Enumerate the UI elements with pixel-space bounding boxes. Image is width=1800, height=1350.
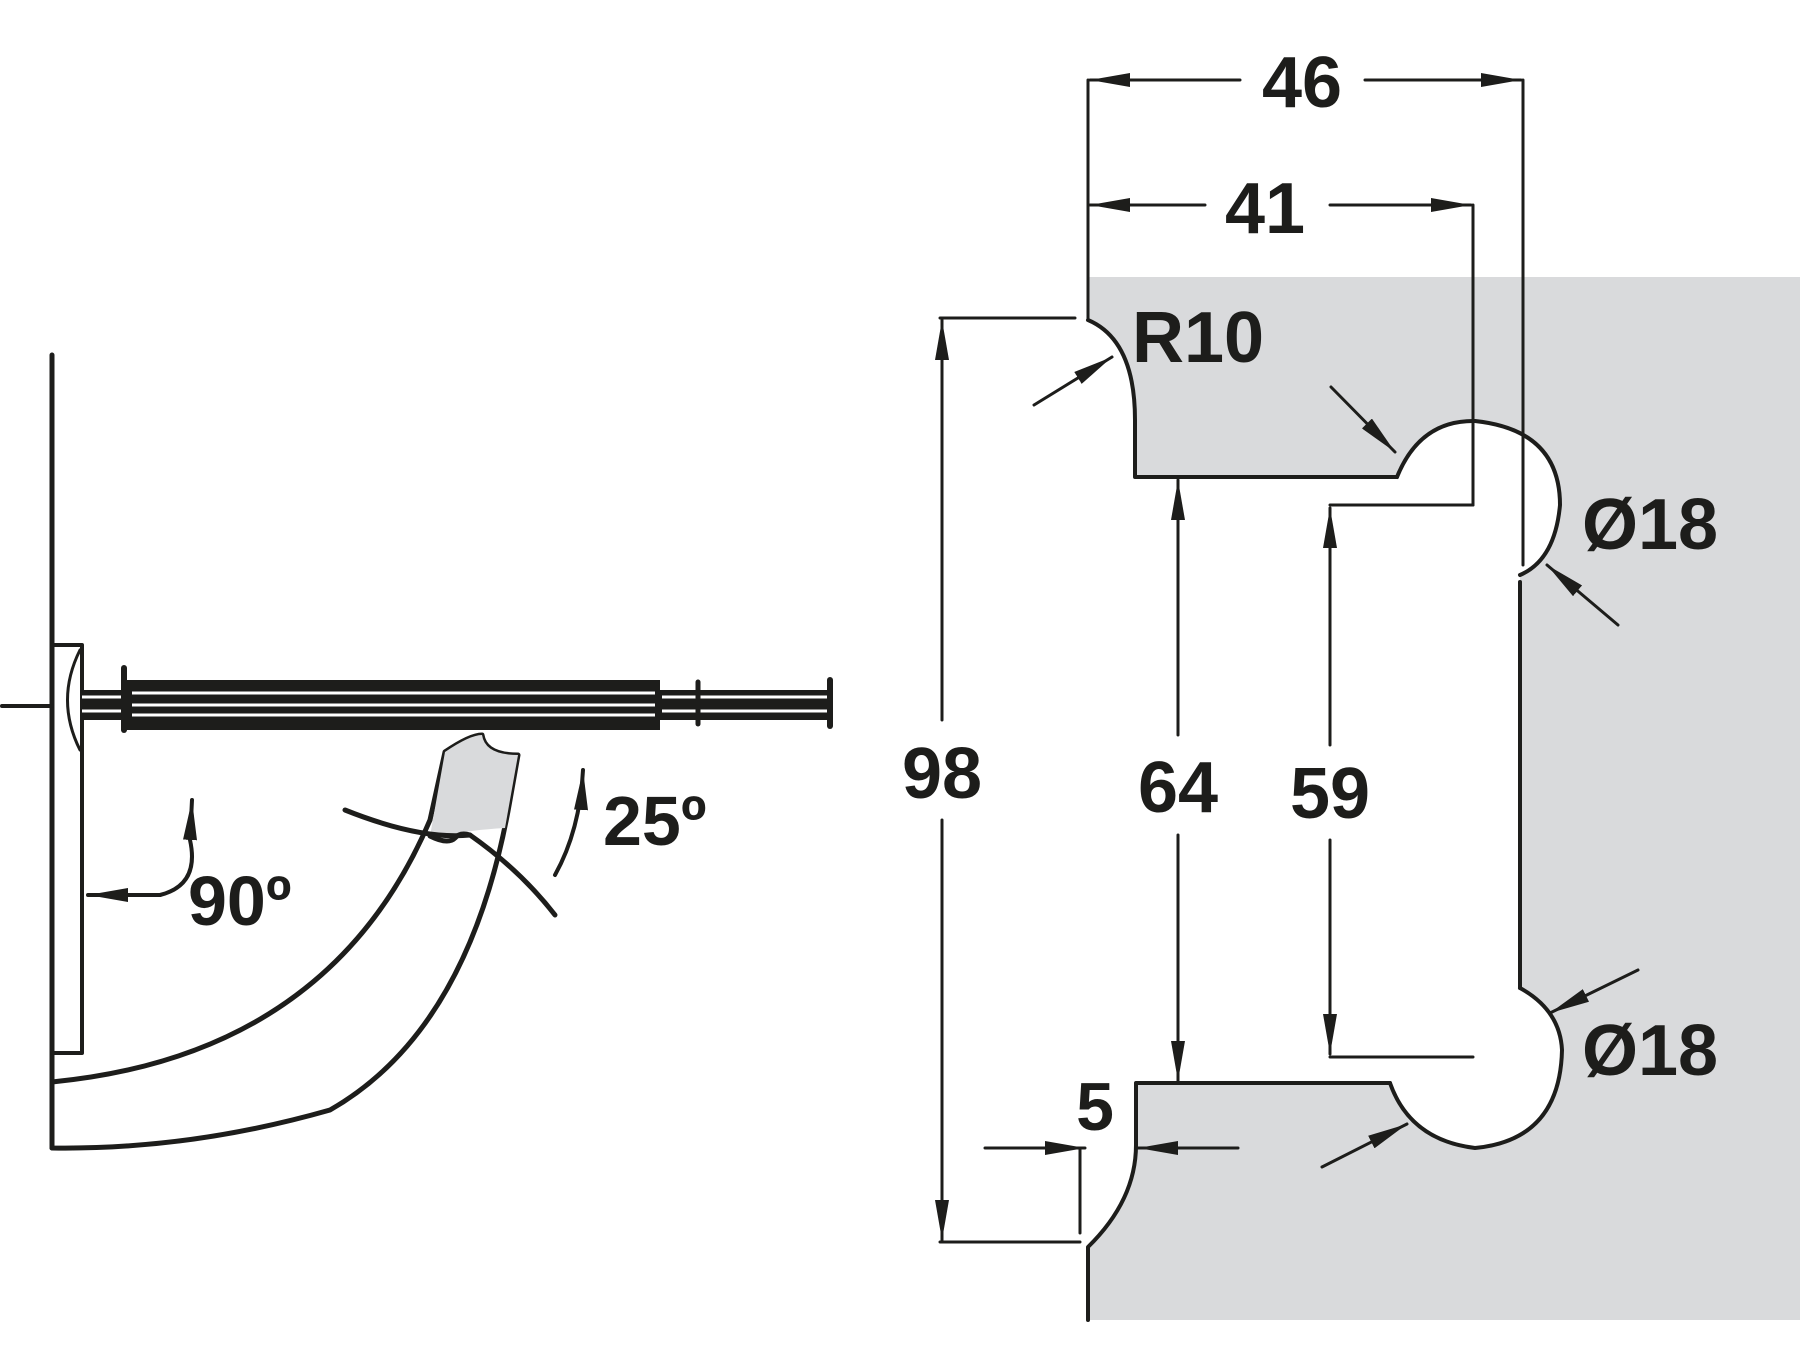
tilt-angle-arrow (553, 768, 588, 877)
rod-end (660, 690, 830, 720)
glass-panel (1088, 277, 1800, 1320)
radius-label: R10 (1132, 298, 1264, 378)
dim-overall-width: 46 (1262, 43, 1342, 123)
hole-bottom-label: Ø18 (1582, 1011, 1718, 1091)
tilt-angle-label: 25º (603, 782, 706, 860)
hole-top-arrow (1545, 563, 1620, 627)
dim-inner-width: 41 (1225, 169, 1305, 249)
bottom-cutout-outline (1086, 1081, 1392, 1322)
side-view: 90º 25º (0, 352, 833, 1151)
open-angle-label: 90º (188, 862, 291, 940)
dim-inner-height-a: 64 (1138, 748, 1218, 828)
radius-arrow-right (1329, 385, 1397, 454)
rod-assembly (80, 665, 833, 733)
cutout-view: 46 41 R10 98 64 59 5 Ø18 Ø18 (900, 43, 1800, 1322)
dim-offset: 5 (1076, 1069, 1114, 1145)
door-swing-path (49, 732, 521, 1151)
bottom-hole-outline (1388, 986, 1564, 1150)
tilt-arc (342, 807, 558, 918)
top-hole-outline (1395, 418, 1562, 577)
hinge-plate (50, 643, 84, 1055)
top-cutout-outline (1086, 318, 1399, 479)
hole-bottom-arrow (1548, 968, 1640, 1015)
dim-inner-height-b: 59 (1290, 754, 1370, 834)
bottom-radius-arrow (1320, 1122, 1409, 1169)
radius-arrow-left (1032, 355, 1114, 407)
open-angle-arrow-up (158, 798, 197, 897)
hole-top-label: Ø18 (1582, 485, 1718, 565)
dim-overall-height: 98 (902, 734, 982, 814)
hinge-plate-curve (66, 648, 82, 752)
